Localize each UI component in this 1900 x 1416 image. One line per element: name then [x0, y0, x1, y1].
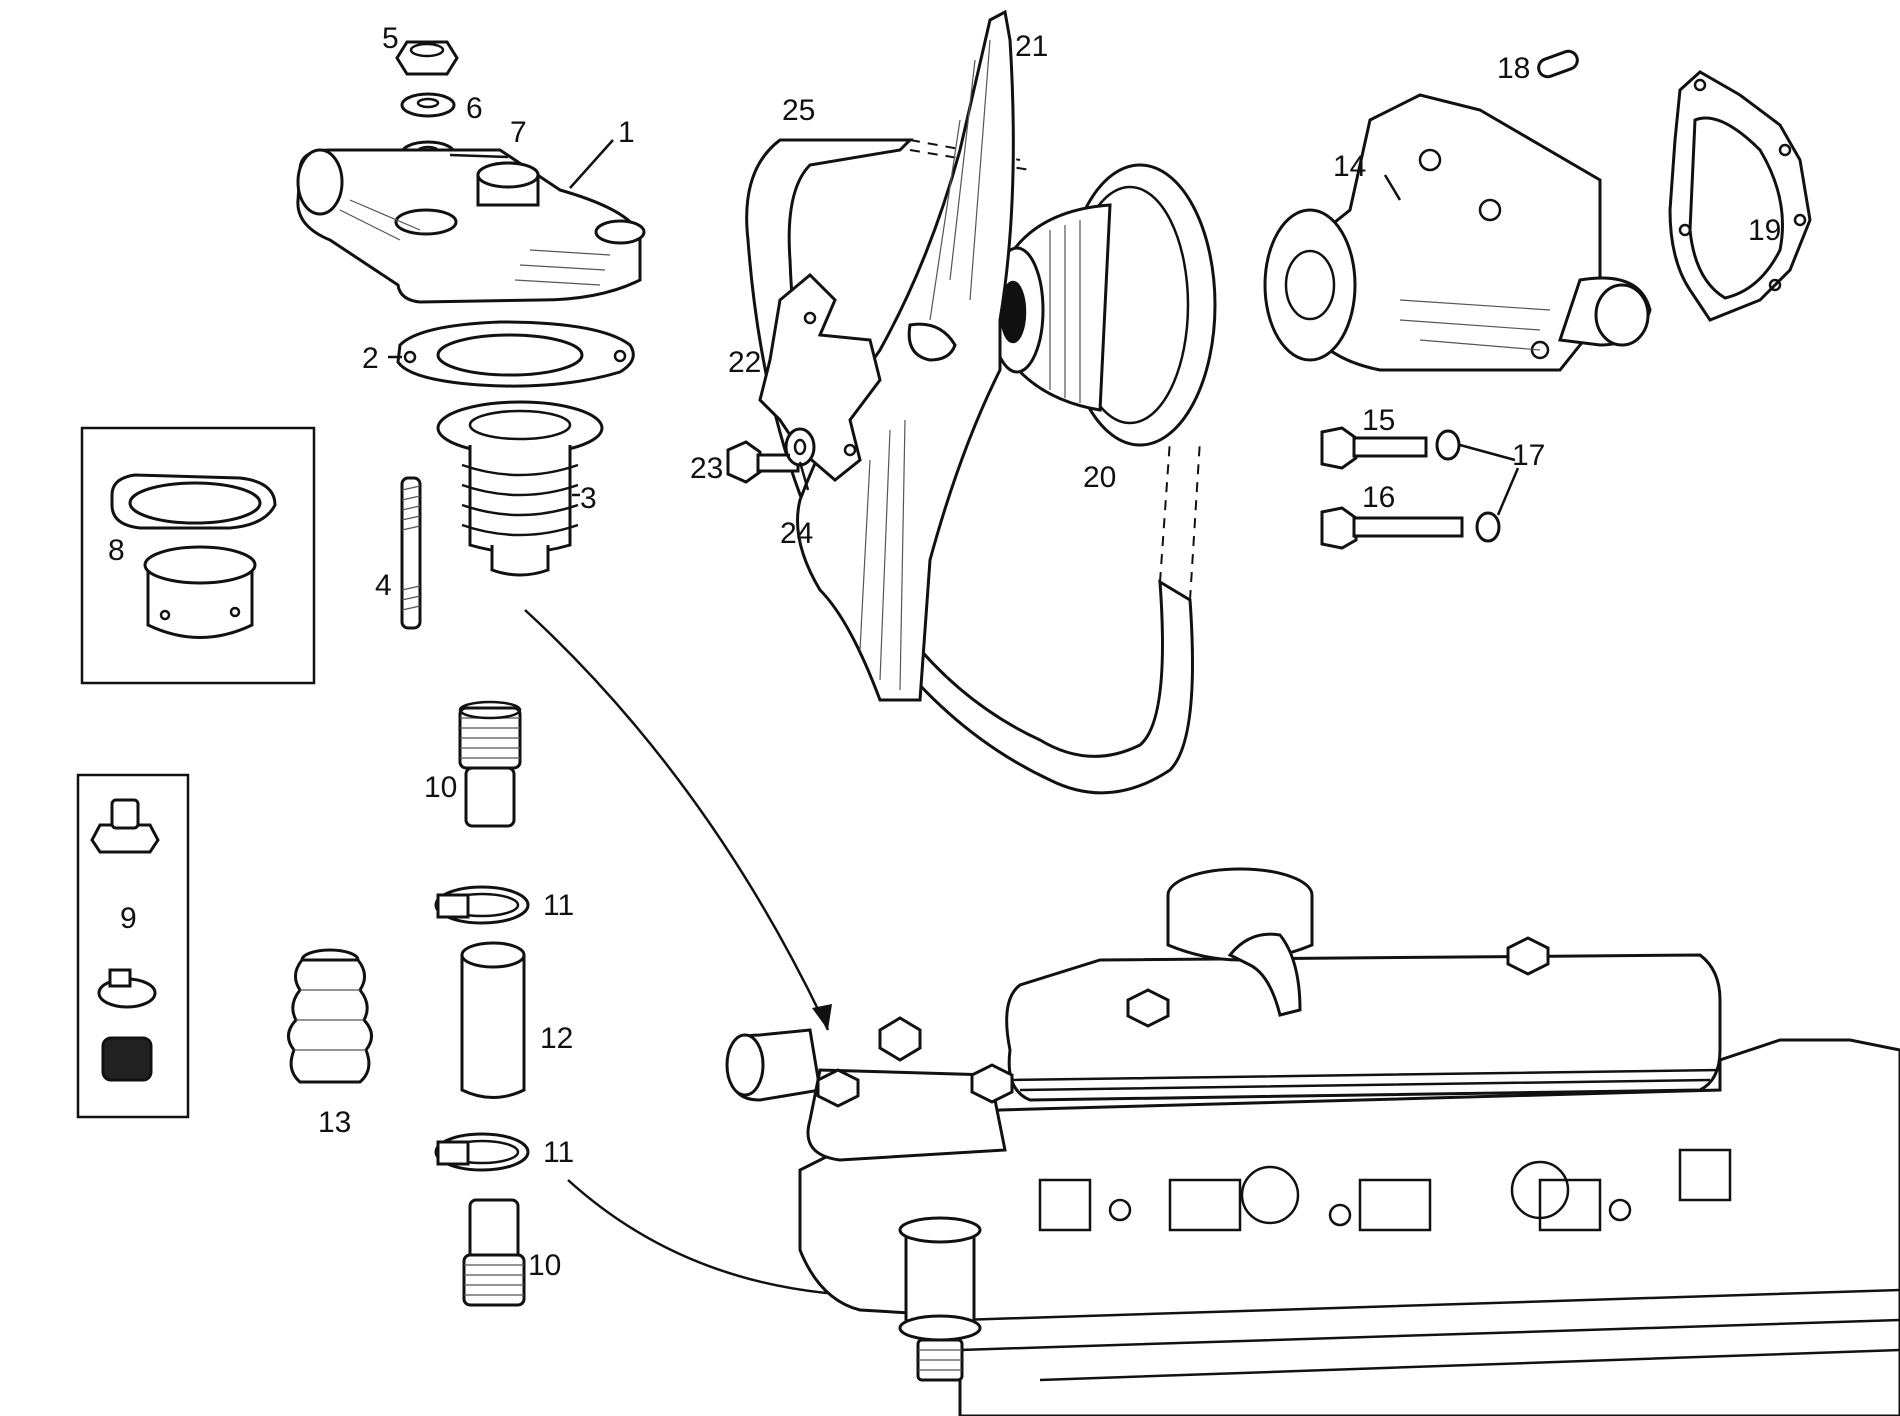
part-16-bolt: [1320, 506, 1464, 550]
label-part-17: 17: [1512, 439, 1545, 472]
label-part-1: 1: [618, 116, 635, 149]
label-part-2: 2: [362, 342, 379, 375]
part-6-spring-washer: [400, 92, 456, 118]
part-18-dowel: [1537, 49, 1579, 79]
part-9-hose: [101, 1036, 153, 1082]
part-9-drain-tap: [90, 798, 160, 854]
label-part-18: 18: [1497, 52, 1530, 85]
part-8-inset-box: [80, 426, 316, 685]
label-part-19: 19: [1748, 214, 1781, 247]
assembly-arrow-housing: [524, 609, 830, 1031]
part-2-gasket: [396, 320, 635, 388]
label-part-14: 14: [1333, 150, 1366, 183]
label-part-11-lower: 11: [543, 1136, 574, 1169]
part-3-thermostat: [436, 400, 604, 577]
part-11-hose-clip-lower: [434, 1132, 530, 1172]
part-9-clip: [97, 968, 157, 1009]
label-part-22: 22: [728, 346, 761, 379]
label-part-10-upper: 10: [424, 771, 457, 804]
label-part-21: 21: [1015, 30, 1048, 63]
label-part-13: 13: [318, 1106, 351, 1139]
label-part-3: 3: [580, 482, 597, 515]
label-part-25: 25: [782, 94, 815, 127]
engine-assembly: [725, 867, 1900, 1416]
label-part-11-upper: 11: [543, 889, 574, 922]
label-part-7: 7: [510, 116, 527, 149]
label-part-20: 20: [1083, 461, 1116, 494]
label-part-4: 4: [375, 569, 392, 602]
part-17-washers: [1435, 429, 1520, 543]
part-10-adaptor-upper: [458, 700, 522, 828]
label-part-6: 6: [466, 92, 483, 125]
label-part-8: 8: [108, 534, 125, 567]
label-part-10-lower: 10: [528, 1249, 561, 1282]
part-22-spacer-plate: [758, 272, 882, 482]
part-11-hose-clip-upper: [434, 885, 530, 925]
label-part-9: 9: [120, 902, 137, 935]
part-15-bolt: [1320, 426, 1428, 470]
part-12-bypass-hose: [460, 941, 526, 1099]
part-14-water-pump: [1263, 93, 1652, 372]
arrow-head-housing: [812, 1004, 832, 1030]
leader-lines: [388, 139, 1402, 497]
label-part-24: 24: [780, 517, 813, 550]
label-part-5: 5: [382, 22, 399, 55]
part-24-lock-washer: [784, 427, 816, 467]
label-part-16: 16: [1362, 481, 1395, 514]
part-21-fan-blade: [796, 9, 1015, 702]
part-1-thermostat-housing: [296, 148, 646, 304]
part-20-pulley: [989, 163, 1217, 447]
part-19-pump-gasket: [1668, 70, 1812, 322]
part-4-stud: [400, 476, 422, 630]
part-9-inset-box: [76, 773, 190, 1119]
label-part-12: 12: [540, 1022, 573, 1055]
label-part-15: 15: [1362, 404, 1395, 437]
part-13-rubber-boot: [287, 948, 373, 1084]
label-part-23: 23: [690, 452, 723, 485]
part-5-nut: [395, 40, 459, 76]
part-number-labels: 1 2 3 4 5 6 7 8 9 10 10 11 11 12 13 14 1…: [108, 22, 1781, 1282]
part-10-adaptor-lower: [462, 1198, 526, 1307]
